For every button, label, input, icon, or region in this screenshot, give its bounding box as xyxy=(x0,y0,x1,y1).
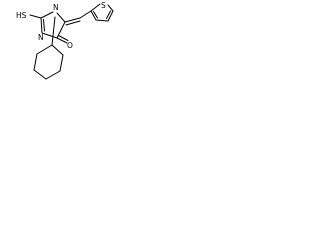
bond-exocyclic-thiophene xyxy=(79,10,92,19)
bond-c2-n3-double xyxy=(43,19,45,32)
label-nitrogen-top: N xyxy=(53,3,59,12)
label-nitrogen-bottom: N xyxy=(38,33,44,42)
bond-th-c4-c5-double xyxy=(106,10,111,19)
bond-th-c2-c3 xyxy=(90,10,97,21)
thiophene-ring xyxy=(90,3,114,22)
bond-c5-exocyclic xyxy=(64,17,81,23)
label-thiophene-sulfur: S xyxy=(101,1,106,10)
bond-th-s-c2 xyxy=(90,3,101,12)
bond-n1-cyclohexyl xyxy=(51,16,56,46)
bond-cy-5-6 xyxy=(33,53,38,71)
bond-c2-n3 xyxy=(40,17,43,34)
bond-n3-c4 xyxy=(41,32,58,39)
bond-c5-n1 xyxy=(56,12,66,23)
bond-cy-6-1 xyxy=(36,44,53,55)
chemical-structure-diagram: HS N N O S xyxy=(16,1,114,80)
bond-th-c4-c5 xyxy=(107,10,114,22)
bond-cy-4-5 xyxy=(33,69,47,80)
bond-c5-exocyclic-double xyxy=(65,20,81,26)
bond-cy-1-2 xyxy=(51,44,64,56)
cyclohexyl-ring xyxy=(33,44,64,80)
bond-c4-o xyxy=(56,37,68,44)
label-carbonyl-oxygen: O xyxy=(67,41,73,50)
bond-th-c5-s xyxy=(107,4,114,12)
bond-cy-2-3 xyxy=(59,54,64,72)
bond-th-c2-c3-double xyxy=(93,11,98,19)
bond-c2-sh xyxy=(29,14,42,19)
label-thiol: HS xyxy=(16,11,27,20)
bond-c4-o-double xyxy=(58,35,69,41)
bond-th-c3-c4 xyxy=(95,19,109,22)
bond-cy-3-4 xyxy=(45,70,61,80)
bond-c2-n1 xyxy=(40,11,54,19)
